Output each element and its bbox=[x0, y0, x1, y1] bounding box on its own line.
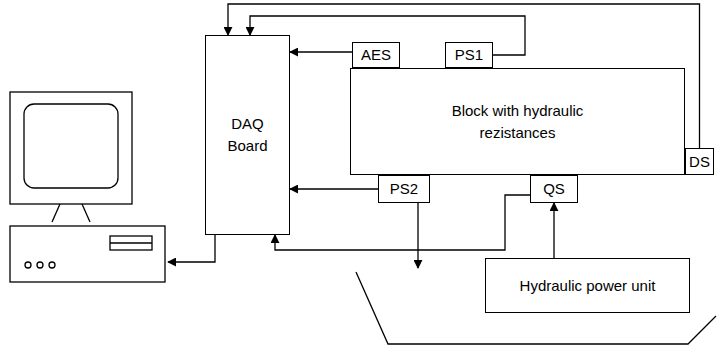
box-label: Block with hydraulic rezistances bbox=[423, 100, 613, 144]
box-label: Hydraulic power unit bbox=[520, 275, 656, 297]
box-label: PS2 bbox=[390, 178, 418, 200]
box-label: PS1 bbox=[455, 44, 483, 66]
computer-link bbox=[168, 235, 215, 262]
signal-line bbox=[275, 195, 530, 250]
sensor-box: QS bbox=[530, 175, 578, 203]
drain-arrow bbox=[417, 203, 418, 268]
resistance-block: Block with hydraulic rezistances bbox=[350, 68, 685, 175]
power-unit-box: Hydraulic power unit bbox=[485, 258, 690, 313]
signal-line bbox=[290, 188, 378, 189]
box-label: DAQ Board bbox=[218, 113, 278, 157]
sensor-box: PS2 bbox=[378, 175, 430, 203]
box-label: QS bbox=[543, 178, 565, 200]
box-label: DS bbox=[689, 151, 710, 173]
computer bbox=[10, 92, 165, 282]
box-label: AES bbox=[361, 44, 391, 66]
sensor-box: PS1 bbox=[445, 42, 493, 68]
sensor-box: DS bbox=[685, 148, 714, 175]
signal-line bbox=[553, 203, 554, 258]
sensor-box: AES bbox=[352, 42, 400, 68]
daq-board: DAQ Board bbox=[205, 35, 290, 235]
signal-line bbox=[290, 51, 352, 52]
